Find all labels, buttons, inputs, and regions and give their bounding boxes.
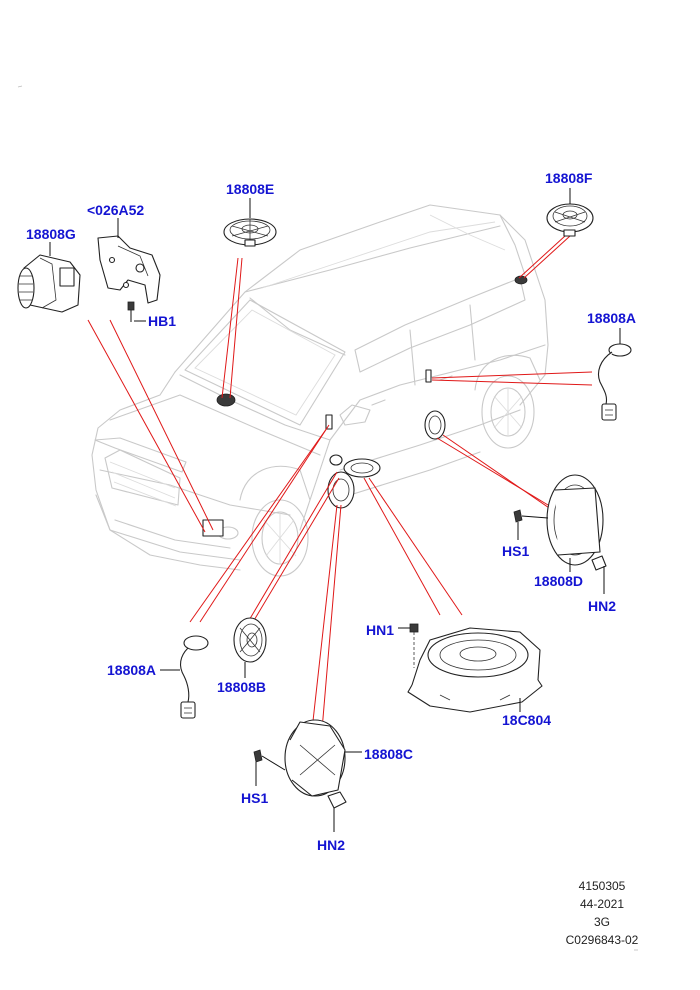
- callout-18808E[interactable]: 18808E: [226, 181, 275, 197]
- speaker-18808C-drawing: [253, 719, 362, 832]
- subwoofer-18C804-drawing: [398, 623, 543, 713]
- speaker-18808F-drawing: [546, 188, 594, 237]
- callout-18C804[interactable]: 18C804: [502, 712, 552, 728]
- callout-18808D[interactable]: 18808D: [534, 573, 584, 589]
- callout-18808A-right[interactable]: 18808A: [587, 310, 637, 326]
- callout-18808B[interactable]: 18808B: [217, 679, 267, 695]
- harness-18808A-right-drawing: [597, 328, 632, 421]
- installed-subwoofer: [343, 458, 381, 478]
- callout-HN2-right[interactable]: HN2: [588, 598, 617, 614]
- speaker-18808D-drawing: [513, 474, 607, 594]
- footer-ref-4: C0296843-02: [565, 933, 639, 947]
- harness-18808A-left-drawing: [160, 635, 209, 719]
- installed-speakers: [202, 275, 528, 537]
- installed-module: [202, 519, 224, 537]
- installed-rear-door-speaker: [424, 410, 446, 440]
- installed-tweeter: [329, 454, 343, 466]
- installed-rear-tweeter-harness: [425, 369, 432, 383]
- bracket-026A52-drawing: [97, 218, 161, 322]
- leader-lines: [87, 235, 593, 731]
- vehicle-outline: [91, 204, 549, 577]
- scan-mark: [17, 85, 23, 88]
- footer-ref-1: 4150305: [578, 879, 626, 893]
- callout-18808F[interactable]: 18808F: [545, 170, 593, 186]
- callout-18808C[interactable]: 18808C: [364, 746, 414, 762]
- speaker-18808B-drawing: [233, 617, 267, 678]
- installed-front-tweeter-harness: [325, 414, 333, 430]
- callout-18808G[interactable]: 18808G: [26, 226, 76, 242]
- footer-ref-2: 44-2021: [579, 897, 625, 911]
- callout-HN1[interactable]: HN1: [366, 622, 395, 638]
- footer-ref-3: 3G: [593, 915, 610, 929]
- callout-HN2-left[interactable]: HN2: [317, 837, 346, 853]
- speaker-18808G-drawing: [17, 242, 81, 313]
- installed-dash-speaker: [216, 393, 236, 407]
- callout-18808A-left[interactable]: 18808A: [107, 662, 157, 678]
- callout-HB1[interactable]: HB1: [148, 313, 177, 329]
- speaker-18808E-drawing: [223, 198, 277, 247]
- callout-026A52[interactable]: <026A52: [87, 202, 145, 218]
- callout-HS1-left[interactable]: HS1: [241, 790, 269, 806]
- callout-HS1-right[interactable]: HS1: [502, 543, 530, 559]
